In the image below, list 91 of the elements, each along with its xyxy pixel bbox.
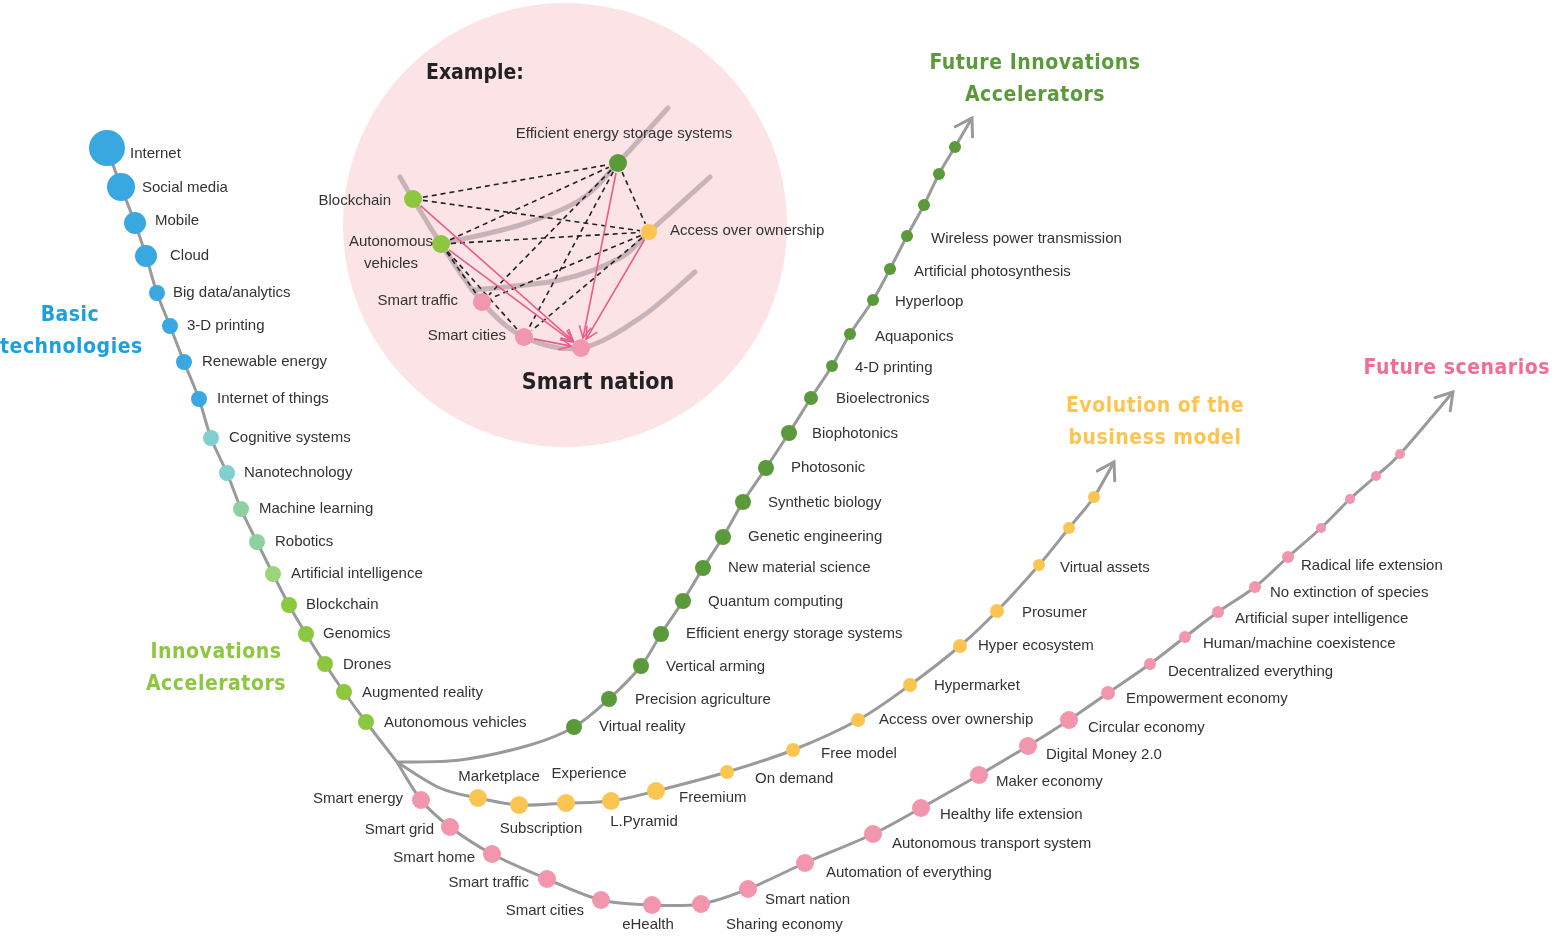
section-heading: Evolution of the business model	[1064, 392, 1246, 451]
section-heading: Basic technologies	[0, 301, 140, 360]
item-label: Big data/analytics	[173, 282, 291, 302]
item-label: Nanotechnology	[244, 462, 353, 482]
item-label: Vertical arming	[666, 656, 766, 676]
item-label: Internet of things	[217, 388, 329, 408]
section-heading: Future scenarios	[1363, 354, 1550, 381]
item-label: Smart energy	[312, 788, 403, 808]
item-label: Genetic engineering	[748, 526, 883, 546]
item-label: Human/machine coexistence	[1203, 633, 1396, 653]
connector-line	[449, 166, 610, 241]
item-label: Mobile	[155, 210, 200, 230]
item-label: Empowerment economy	[1126, 688, 1288, 708]
connector-line	[445, 251, 478, 295]
item-label: Biophotonics	[812, 423, 898, 443]
item-label: Cloud	[170, 245, 210, 265]
item-label: Synthetic biology	[768, 492, 882, 512]
item-label: Blockchain	[306, 594, 379, 614]
item-label: Access over ownership	[879, 709, 1034, 729]
item-label: Hyperloop	[895, 291, 964, 311]
node-label: Smart traffic	[377, 290, 458, 310]
arrow	[448, 249, 574, 343]
node-label: Smart nation	[521, 366, 675, 396]
connector-line	[488, 169, 612, 296]
item-label: Artificial photosynthesis	[914, 261, 1071, 281]
item-label: Cognitive systems	[229, 427, 351, 447]
node-label: Autonomous vehicles	[348, 231, 434, 273]
node-label: Blockchain	[318, 190, 391, 210]
item-label: Quantum computing	[708, 591, 844, 611]
item-label: Digital Money 2.0	[1046, 744, 1162, 764]
item-label: Machine learning	[259, 498, 374, 518]
item-label: Smart grid	[364, 819, 434, 839]
item-label: 3-D printing	[187, 315, 265, 335]
item-label: Internet	[130, 143, 181, 163]
item-label: Genomics	[323, 623, 391, 643]
item-label: Virtual reality	[599, 716, 686, 736]
item-label: Social media	[142, 177, 228, 197]
connector-line	[621, 171, 647, 225]
item-label: Renewable energy	[202, 351, 328, 371]
connector-line	[527, 171, 615, 329]
item-label: No extinction of species	[1270, 582, 1429, 602]
connector-line	[422, 199, 641, 232]
item-label: Decentralized everything	[1168, 661, 1334, 681]
item-label: 4-D printing	[855, 357, 933, 377]
item-label: Healthy life extension	[940, 804, 1083, 824]
item-label: Bioelectronics	[836, 388, 930, 408]
item-label: New material science	[728, 557, 871, 577]
item-label: Artificial intelligence	[291, 563, 423, 583]
item-label: Sharing economy	[726, 914, 843, 934]
item-label: Freemium	[679, 787, 747, 807]
section-heading: Innovations Accelerators	[144, 638, 288, 697]
node-label: Access over ownership	[670, 220, 825, 240]
item-label: Aquaponics	[875, 326, 954, 346]
item-label: Prosumer	[1022, 602, 1088, 622]
item-label: Maker economy	[996, 771, 1103, 791]
item-label: Smart nation	[765, 889, 851, 909]
item-label: Robotics	[275, 531, 334, 551]
item-label: Hyper ecosystem	[978, 635, 1094, 655]
item-label: Radical life extension	[1301, 555, 1443, 575]
item-label: Virtual assets	[1060, 557, 1150, 577]
section-heading: Future Innovations Accelerators	[928, 49, 1142, 108]
item-label: Artificial super intelligence	[1235, 608, 1409, 628]
item-label: Augmented reality	[362, 682, 483, 702]
item-label: Marketplace	[458, 766, 540, 786]
item-label: Automation of everything	[826, 862, 992, 882]
item-label: Photosonic	[791, 457, 866, 477]
item-label: Experience	[551, 763, 627, 783]
item-label: Hypermarket	[934, 675, 1020, 695]
item-label: Drones	[343, 654, 392, 674]
item-label: Subscription	[499, 818, 583, 838]
item-label: Efficient energy storage systems	[686, 623, 903, 643]
arrow	[585, 238, 646, 341]
item-label: Smart cities	[505, 900, 584, 920]
example-heading: Example:	[426, 59, 524, 86]
item-label: Smart traffic	[448, 872, 529, 892]
arrow	[419, 204, 575, 343]
item-label: Autonomous vehicles	[384, 712, 527, 732]
item-label: Precision agriculture	[635, 689, 771, 709]
arrow	[578, 172, 617, 339]
connector-line	[446, 250, 519, 331]
item-label: Autonomous transport system	[892, 833, 1092, 853]
item-label: Circular economy	[1088, 717, 1205, 737]
item-label: L.Pyramid	[610, 811, 678, 831]
node-label: Efficient energy storage systems	[515, 123, 733, 143]
item-label: Free model	[821, 743, 897, 763]
item-label: Smart home	[393, 847, 475, 867]
arrow	[533, 337, 572, 351]
node-label: Smart cities	[427, 325, 506, 345]
item-label: On demand	[755, 768, 834, 788]
item-label: Wireless power transmission	[931, 228, 1122, 248]
item-label: eHealth	[622, 914, 674, 934]
